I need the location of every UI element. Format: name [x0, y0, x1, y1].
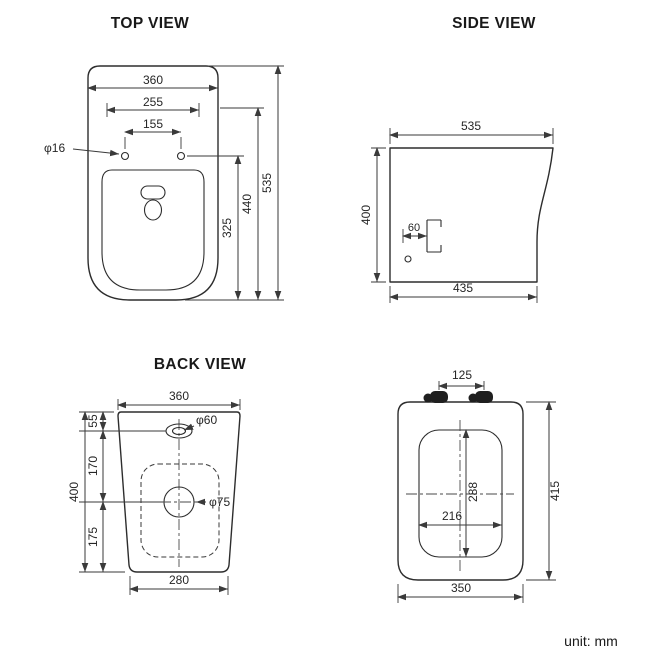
dim-label-outlet-dia: φ75: [209, 495, 230, 509]
dim-label-side-overall-depth: 535: [461, 119, 481, 133]
seat-lid-outer-outline: [397, 401, 524, 581]
dim-label-inlet-to-outlet: 170: [86, 456, 100, 476]
dim-label-back-overall-width: 360: [169, 389, 189, 403]
dim-label-back-height: 400: [67, 482, 81, 502]
top-view-title: TOP VIEW: [111, 15, 189, 32]
seat-opening-outline: [418, 429, 503, 558]
dim-label-opening-width: 216: [442, 509, 462, 523]
dim-label-base-width: 280: [169, 573, 189, 587]
fixing-hole: [404, 255, 412, 263]
dim-label-side-height: 400: [359, 205, 373, 225]
hidden-bowl-outline: [140, 463, 220, 558]
dim-label-inlet-offset: 55: [86, 414, 100, 428]
side-view: SIDE VIEW 535 400 60 435: [359, 15, 554, 303]
dim-label-overall-width: 360: [143, 73, 163, 87]
dim-label-hinge-spacing: 155: [143, 117, 163, 131]
hinge-cap-right: [468, 391, 493, 403]
dim-label-outlet-height: 175: [86, 527, 100, 547]
side-view-extension-lines: [371, 128, 554, 303]
toilet-back-outline: [117, 411, 241, 573]
dim-label-inlet-dia: φ60: [196, 413, 217, 427]
back-view-title: BACK VIEW: [154, 356, 246, 373]
top-view: TOP VIEW 360 255 155 φ16 535 440 325: [44, 15, 284, 301]
dim-label-base-depth: 435: [453, 281, 473, 295]
water-inlet-inner: [171, 426, 187, 436]
dim-label-bracket-offset: 60: [408, 222, 420, 234]
leader-hinge-hole-dia: [72, 148, 120, 157]
top-view-extension-lines: [106, 65, 284, 301]
hinge-hole-right: [176, 151, 186, 161]
toilet-side-profile-outline: [389, 147, 554, 283]
dim-label-bowl-depth: 325: [220, 218, 234, 238]
dim-label-seat-depth: 440: [240, 194, 254, 214]
dim-label-opening-depth: 288: [466, 482, 480, 502]
leader-inlet-dia: [183, 423, 195, 431]
hinge-cap-left: [423, 391, 448, 403]
toilet-top-outer-outline: [87, 65, 219, 301]
dim-label-lid-width: 350: [451, 581, 471, 595]
flush-button-outline: [140, 185, 166, 200]
dim-label-seat-width: 255: [143, 95, 163, 109]
back-view: BACK VIEW 360 55 170 175 400 280 φ60 φ75: [67, 356, 246, 595]
side-view-title: SIDE VIEW: [452, 15, 536, 32]
seat-lid-view: 125 288 216 415 350: [397, 368, 562, 603]
dim-label-hinge-spacing-seat: 125: [452, 368, 472, 382]
toilet-seat-inner-outline: [101, 169, 205, 291]
flush-bowl-outline: [143, 199, 163, 221]
fixing-bracket-outline: [426, 219, 442, 253]
dim-label-lid-depth: 415: [548, 481, 562, 501]
dim-label-hinge-hole-dia: φ16: [44, 141, 65, 155]
unit-label: unit: mm: [564, 633, 618, 649]
dim-label-overall-depth: 535: [260, 173, 274, 193]
hinge-hole-left: [120, 151, 130, 161]
